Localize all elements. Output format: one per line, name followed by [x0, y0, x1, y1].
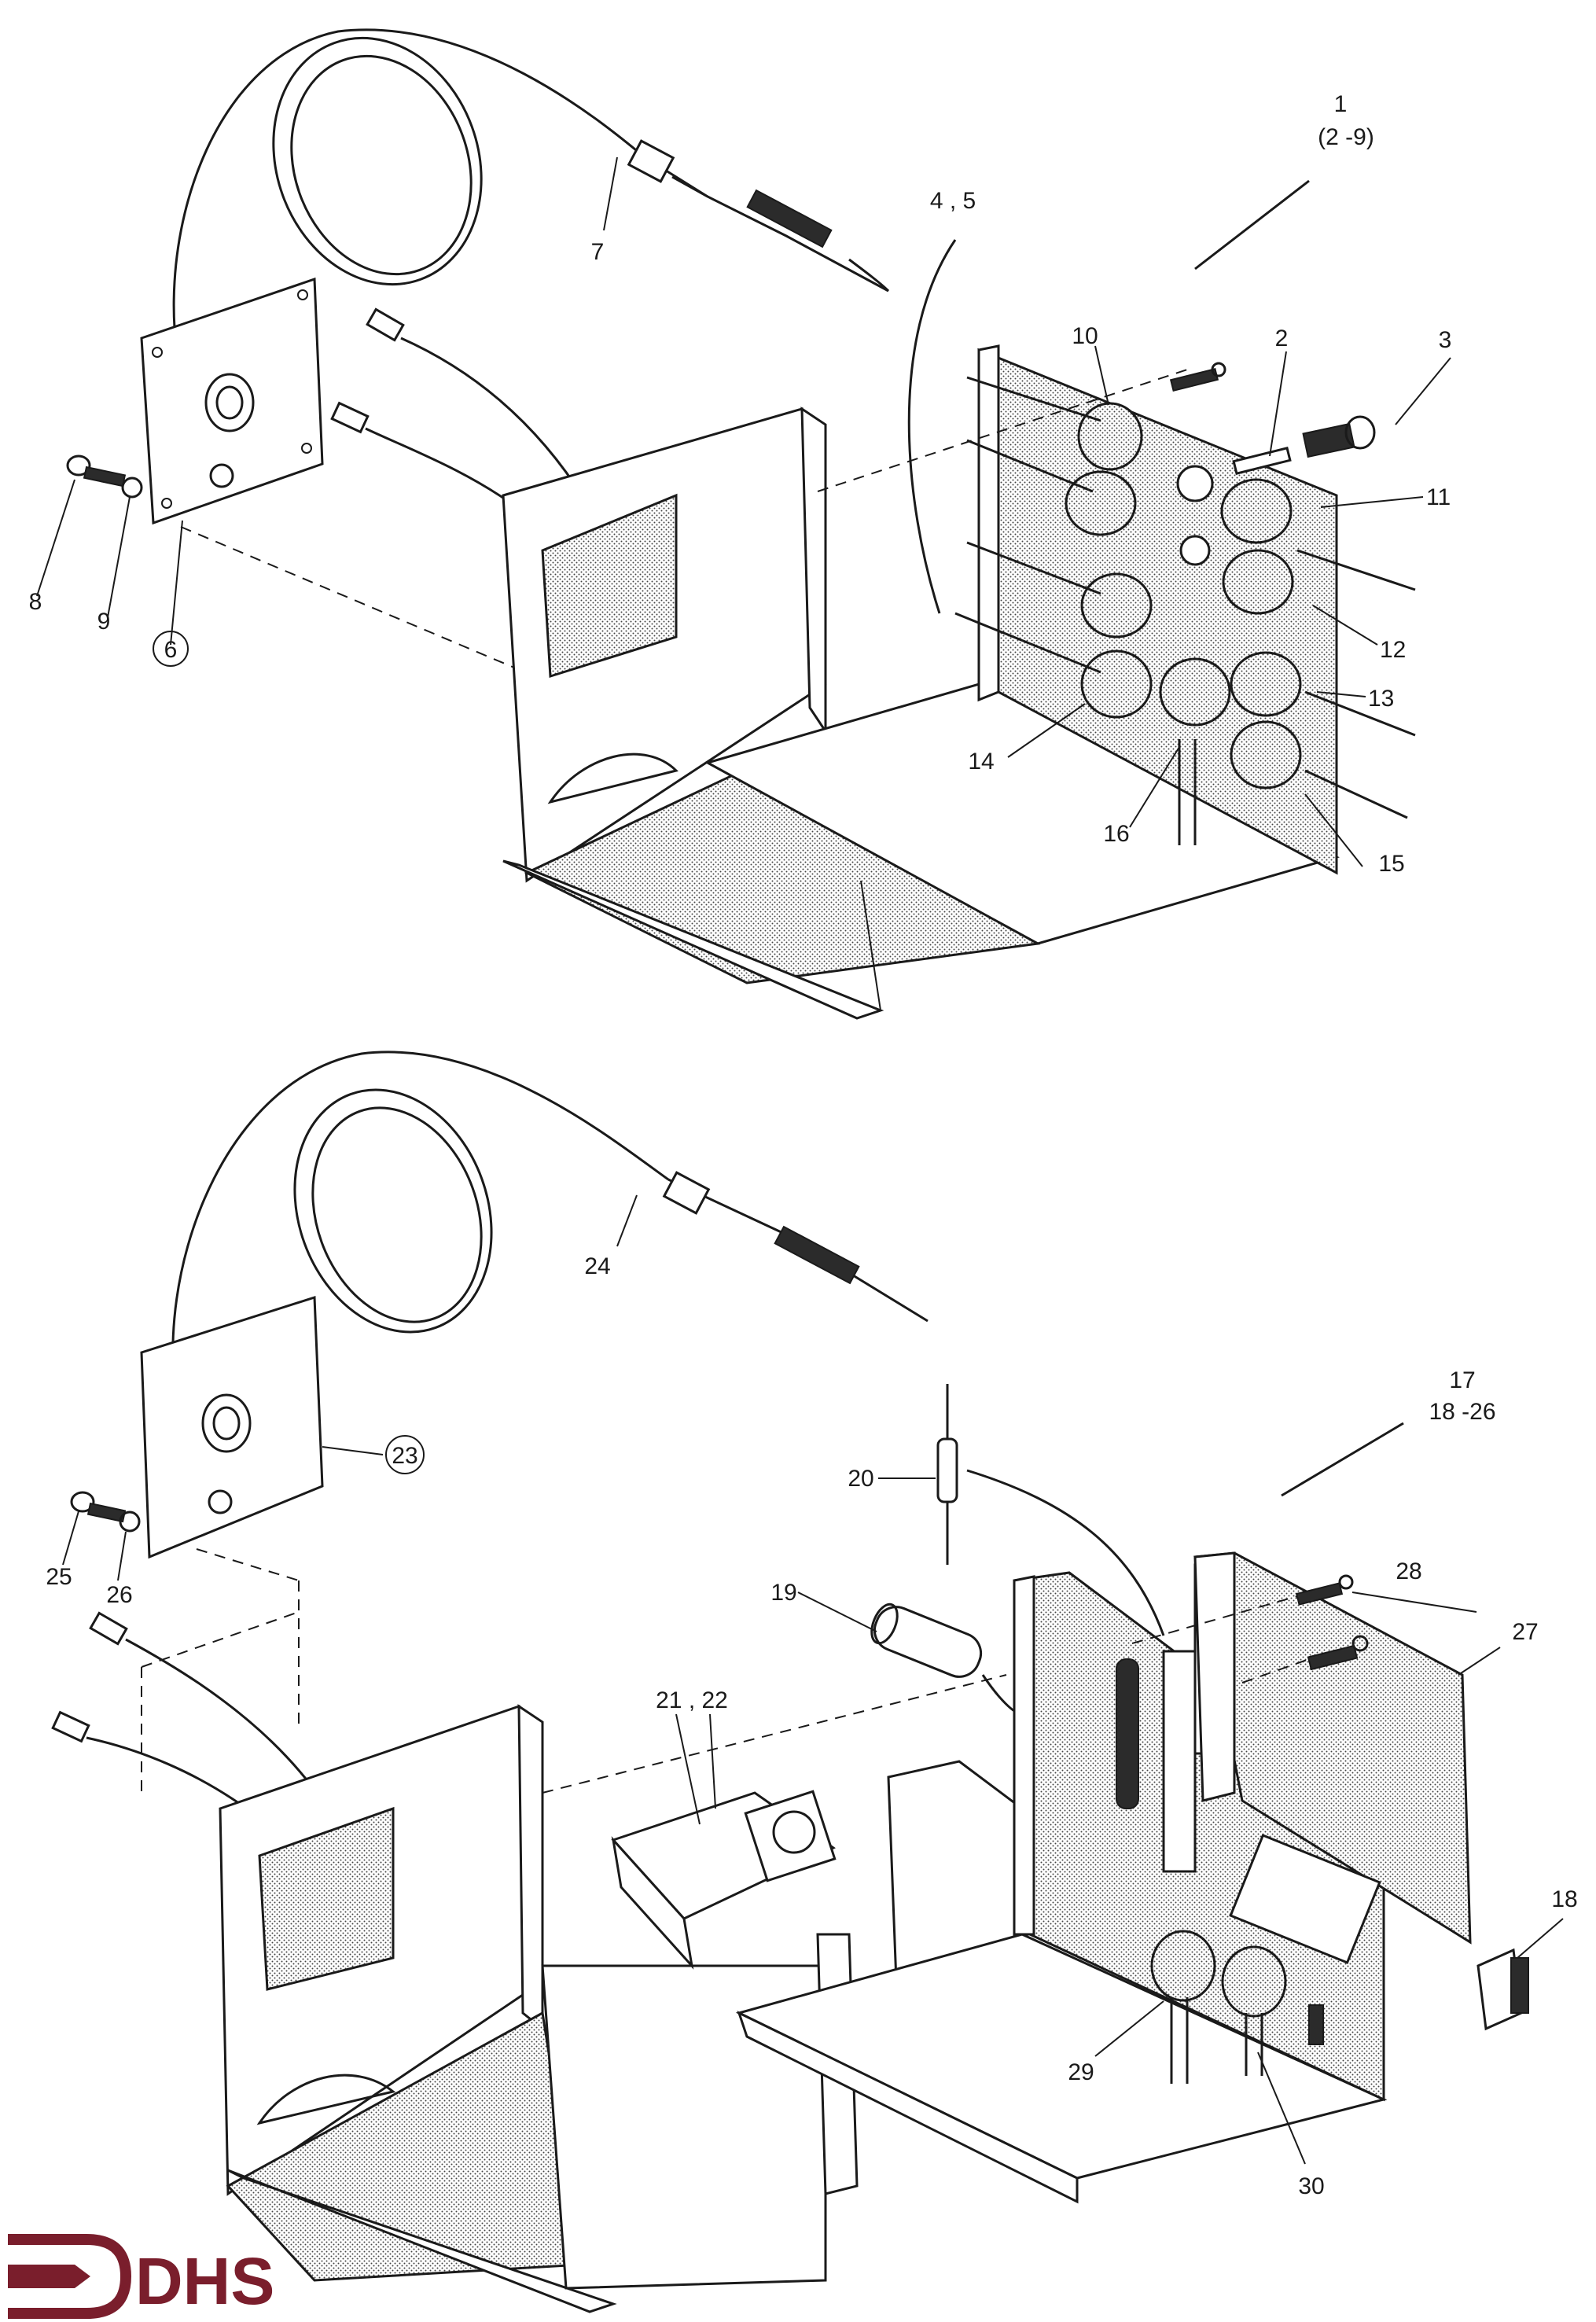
top-assembly — [36, 28, 1451, 1020]
screw-8 — [66, 454, 127, 488]
housing-box-top — [502, 407, 1340, 1020]
callout-3: 3 — [1439, 327, 1452, 353]
callout-30: 30 — [1298, 2173, 1324, 2199]
callout-8: 8 — [29, 589, 42, 615]
mounting-plate-top — [140, 277, 535, 677]
callout-6-circle — [153, 631, 189, 667]
callout-15: 15 — [1378, 851, 1404, 877]
washer-9 — [121, 477, 143, 499]
callout-20: 20 — [848, 1466, 873, 1492]
capillary-coil-top — [172, 28, 890, 473]
relay-21-22 — [611, 1790, 837, 1970]
callout-17: 17 — [1449, 1367, 1475, 1393]
callout-24: 24 — [584, 1253, 610, 1279]
cover-27 — [1193, 1551, 1472, 1964]
switch-18 — [1476, 1948, 1529, 2031]
base-box-bottom — [735, 1760, 1388, 2204]
callout-14: 14 — [968, 749, 994, 775]
callout-1: 1 — [1334, 91, 1348, 117]
dhs-logo: DHS — [8, 2234, 274, 2319]
arrow-logo-icon — [8, 2234, 132, 2319]
callout-11: 11 — [1426, 484, 1451, 510]
callout-6: 6 — [164, 637, 178, 663]
screws-28 — [1131, 1574, 1369, 1684]
callout-1-range: (2 -9) — [1318, 124, 1374, 150]
callout-29: 29 — [1068, 2059, 1094, 2085]
logo-text: DHS — [135, 2244, 274, 2318]
leaders-bottom — [62, 1194, 1564, 2165]
capacitor-19 — [870, 1603, 1023, 1716]
callout-26: 26 — [106, 1582, 132, 1608]
callout-19: 19 — [770, 1580, 796, 1606]
callout-23-circle — [385, 1435, 425, 1474]
callout-2: 2 — [1275, 326, 1289, 351]
bottom-assembly — [51, 1051, 1564, 2313]
leaders-top — [36, 156, 1451, 867]
control-panel-bottom — [1013, 1563, 1385, 2102]
callout-12: 12 — [1380, 637, 1406, 663]
callout-17-range: 18 -26 — [1429, 1399, 1495, 1425]
callout-10: 10 — [1072, 323, 1098, 349]
control-panel-top — [817, 344, 1416, 875]
callout-18: 18 — [1551, 1886, 1577, 1912]
callout-28: 28 — [1396, 1558, 1421, 1584]
callout-9: 9 — [97, 609, 111, 635]
callout-23: 23 — [392, 1443, 417, 1469]
housing-box-bottom — [219, 1674, 1007, 2313]
washer-26 — [119, 1511, 141, 1533]
resistor-20 — [936, 1384, 1165, 1636]
callout-25: 25 — [46, 1564, 72, 1590]
callout-21-22: 21 , 22 — [656, 1687, 728, 1713]
callout-27: 27 — [1512, 1619, 1538, 1645]
callout-7: 7 — [591, 239, 605, 265]
callout-13: 13 — [1368, 686, 1394, 712]
mounting-plate-bottom — [140, 1295, 324, 1793]
screw-25 — [70, 1491, 127, 1523]
callout-4-5: 4 , 5 — [930, 188, 976, 214]
callout-16: 16 — [1103, 821, 1129, 847]
callout-labels: 1 (2 -9) 2 3 4 , 5 6 7 8 9 10 11 12 13 1… — [29, 91, 1578, 2199]
